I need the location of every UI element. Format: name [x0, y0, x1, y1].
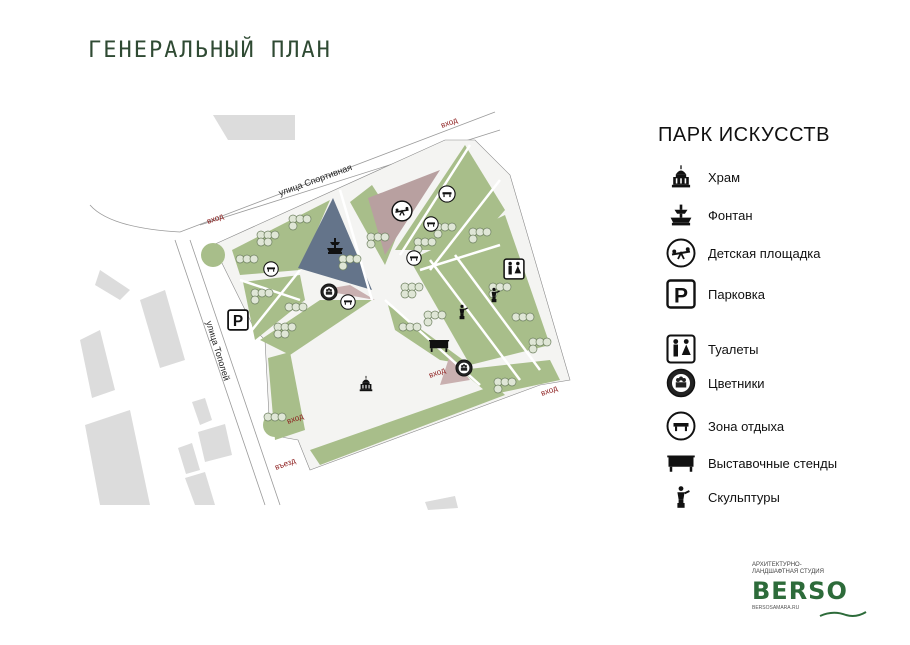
legend-item-fountain: Фонтан	[664, 198, 753, 232]
tree	[528, 344, 538, 354]
tree	[468, 234, 478, 244]
exhibition-stand-icon	[664, 446, 698, 480]
tree	[302, 214, 312, 224]
tree	[338, 261, 348, 271]
temple-icon	[664, 160, 698, 194]
tree	[280, 329, 290, 339]
legend-item-playground: Детская площадка	[664, 236, 820, 270]
tree	[249, 254, 259, 264]
sculpture-icon	[664, 480, 698, 514]
legend-label: Цветники	[708, 375, 765, 391]
legend-item-temple: Храм	[664, 160, 740, 194]
streets	[89, 111, 501, 506]
bench-icon	[340, 294, 356, 310]
tree	[352, 254, 362, 264]
bench-icon	[263, 261, 279, 277]
tree	[264, 288, 274, 298]
lizard-icon	[819, 611, 867, 617]
legend-label: Детская площадка	[708, 245, 821, 261]
bench-icon	[664, 409, 698, 443]
tree	[542, 337, 552, 347]
legend-label: Выставочные стенды	[708, 455, 838, 471]
playground-icon	[391, 200, 413, 222]
studio-logo: АРХИТЕКТУРНО- ЛАНДШАФТНАЯ СТУДИЯ BERSO B…	[752, 562, 882, 624]
flowerbed-icon	[455, 359, 473, 377]
legend-item-toilets: Туалеты	[664, 332, 758, 366]
toilets-icon	[664, 332, 698, 366]
tree	[380, 232, 390, 242]
tree	[414, 282, 424, 292]
logo-subtitle-line1: АРХИТЕКТУРНО-	[752, 562, 802, 568]
tree	[298, 302, 308, 312]
entrance-label-se: вход	[540, 383, 559, 397]
tree	[287, 322, 297, 332]
legend-title: ПАРК ИСКУССТВ	[658, 124, 830, 146]
tree	[412, 322, 422, 332]
surrounding-buildings	[80, 115, 458, 510]
legend-item-rest-zone: Зона отдыха	[664, 409, 784, 443]
site-plan-map: P	[80, 111, 571, 510]
legend-item-exhibition-stands: Выставочные стенды	[664, 446, 837, 480]
flowerbed-zone-east	[440, 355, 470, 385]
legend-item-parking: Парковка	[664, 277, 765, 311]
toilets-icon	[503, 258, 525, 280]
legend-label: Парковка	[708, 286, 765, 302]
tree	[288, 221, 298, 231]
tree	[277, 412, 287, 422]
playground-icon	[664, 236, 698, 270]
tree	[423, 317, 433, 327]
tree	[407, 289, 417, 299]
entrance-label-nw: вход	[206, 211, 225, 225]
tree	[502, 282, 512, 292]
legend-label: Храм	[708, 169, 741, 185]
tree	[263, 237, 273, 247]
bench-icon	[406, 250, 422, 266]
flowerbed-icon	[320, 283, 338, 301]
logo-website: BERSOSAMARA.RU	[752, 605, 800, 611]
tree	[250, 295, 260, 305]
bench-icon	[438, 185, 456, 203]
parking-icon	[227, 309, 249, 331]
tree	[525, 312, 535, 322]
tree	[482, 227, 492, 237]
legend-label: Зона отдыха	[708, 418, 785, 434]
page-title: ГЕНЕРАЛЬНЫЙ ПЛАН	[88, 38, 332, 63]
tree	[493, 384, 503, 394]
tree	[433, 229, 443, 239]
legend-item-flowerbeds: Цветники	[664, 366, 765, 400]
tree	[270, 230, 280, 240]
logo-brand: BERSO	[752, 577, 848, 605]
flowerbeds-icon	[664, 366, 698, 400]
legend-label: Скульптуры	[708, 489, 780, 505]
fountain-icon	[664, 198, 698, 232]
legend-item-sculptures: Скульптуры	[664, 480, 780, 514]
bench-icon	[423, 216, 439, 232]
tree	[437, 310, 447, 320]
legend-label: Туалеты	[708, 341, 759, 357]
parking-icon	[664, 277, 698, 311]
tree	[447, 222, 457, 232]
tree	[507, 377, 517, 387]
entrance-label-ne: вход	[440, 115, 459, 129]
drive-entrance-label: въезд	[274, 456, 298, 472]
tree	[366, 239, 376, 249]
logo-subtitle-line2: ЛАНДШАФТНАЯ СТУДИЯ	[752, 569, 824, 575]
legend-label: Фонтан	[708, 207, 753, 223]
tree	[427, 237, 437, 247]
